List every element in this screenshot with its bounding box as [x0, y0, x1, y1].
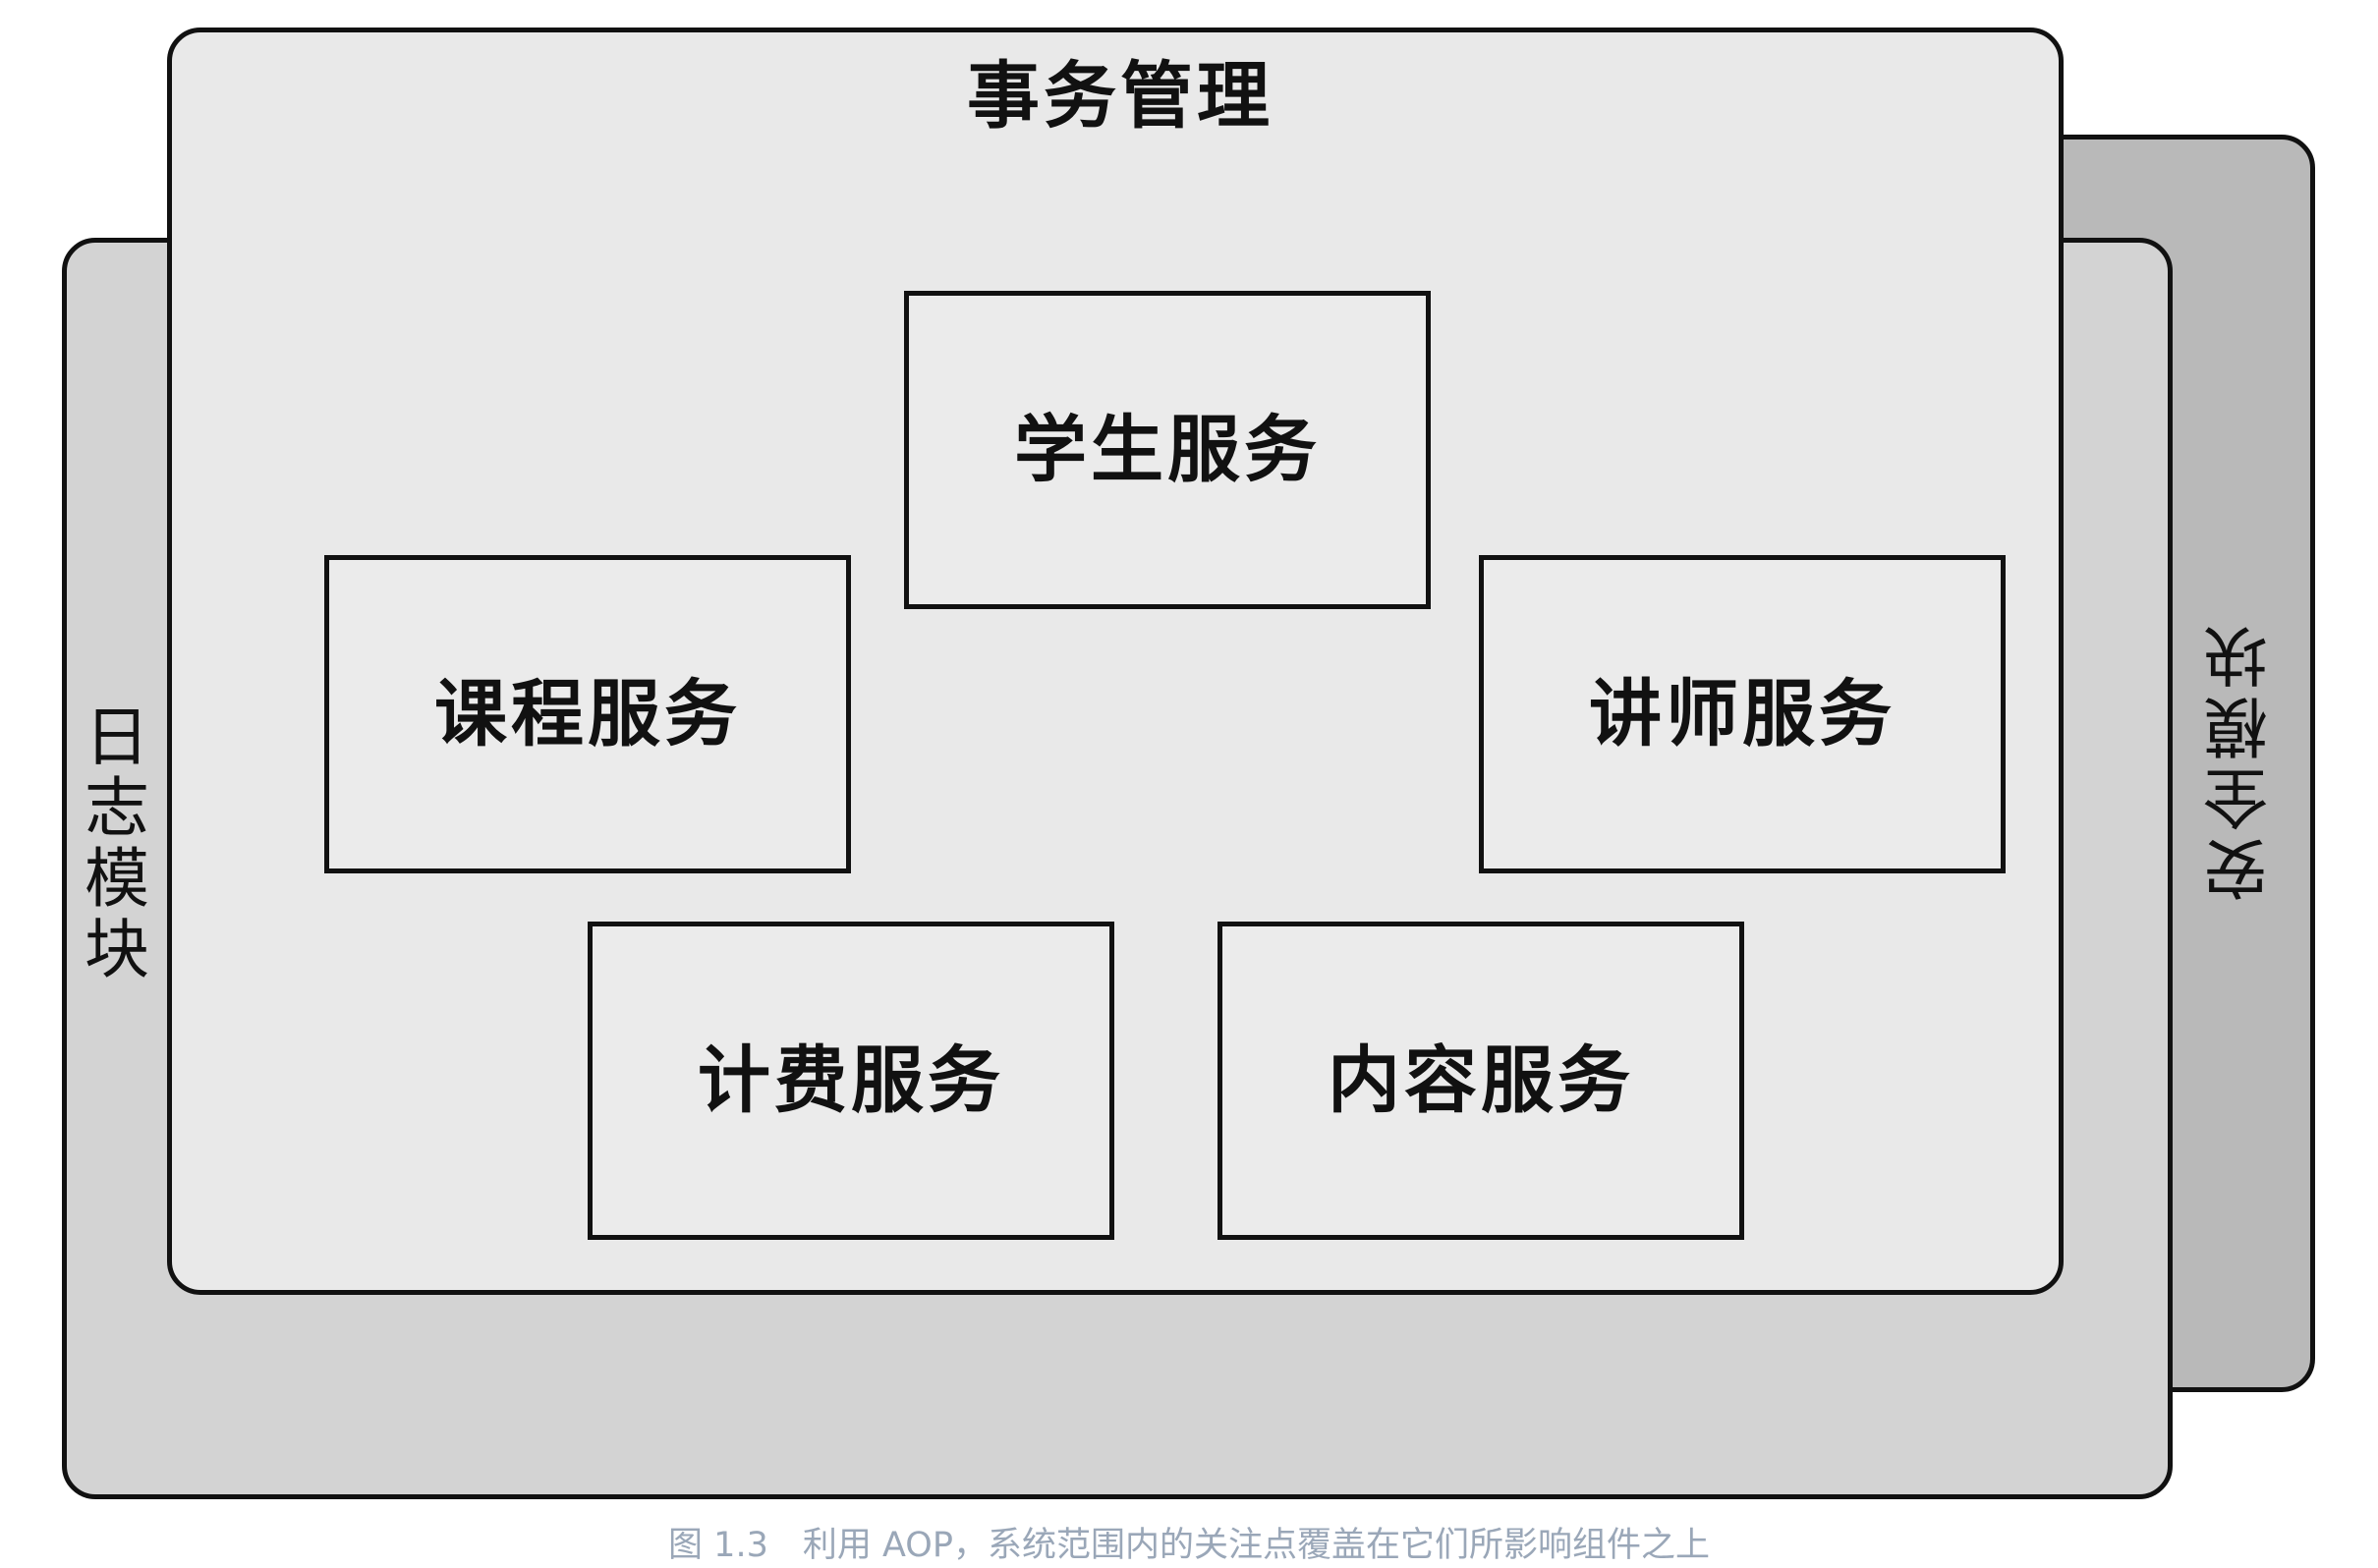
content-service-label: 内容服务: [1328, 1038, 1634, 1123]
transaction-management-title: 事务管理: [967, 54, 1274, 139]
student-service-box: 学生服务: [904, 291, 1431, 609]
billing-service-label: 计费服务: [698, 1038, 1004, 1123]
course-service-box: 课程服务: [324, 555, 851, 873]
logging-module-label: 日志模块: [74, 702, 149, 985]
figure-caption: 图 1.3 利用 AOP，系统范围内的关注点覆盖在它们所影响组件之上: [668, 1526, 1710, 1565]
course-service-label: 课程服务: [434, 672, 741, 756]
billing-service-box: 计费服务: [588, 922, 1114, 1240]
student-service-label: 学生服务: [1014, 408, 1321, 492]
content-service-box: 内容服务: [1217, 922, 1744, 1240]
teacher-service-label: 讲师服务: [1589, 672, 1896, 756]
teacher-service-box: 讲师服务: [1479, 555, 2006, 873]
security-module-label: 安全模块: [2203, 619, 2279, 902]
